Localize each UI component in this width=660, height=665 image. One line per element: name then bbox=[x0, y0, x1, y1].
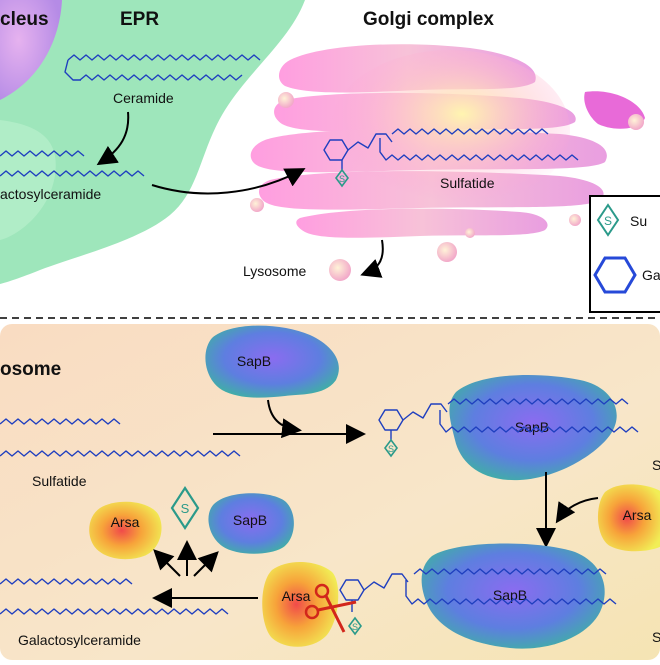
released-sulfate-icon: S bbox=[170, 485, 200, 531]
sapb-protein: SapB bbox=[205, 325, 339, 398]
sulfatide-molecule-lysosome bbox=[0, 418, 241, 457]
galactosylceramide-label: actosylceramide bbox=[0, 186, 101, 202]
nucleus-region bbox=[0, 0, 62, 100]
svg-text:S: S bbox=[388, 444, 394, 454]
svg-text:SapB: SapB bbox=[233, 512, 267, 528]
svg-text:Arsa: Arsa bbox=[111, 514, 140, 530]
arsa-enzyme-right: Arsa bbox=[597, 484, 660, 552]
sapb-bind-arrow bbox=[267, 399, 302, 439]
svg-text:SapB: SapB bbox=[237, 353, 271, 369]
golgi-complex bbox=[250, 44, 645, 238]
release-arrow-right bbox=[193, 551, 219, 577]
sulfatide-sapb-arsa-complex: SapB S bbox=[339, 543, 617, 649]
legend-sulfate-label: Su bbox=[630, 213, 647, 229]
ceramide-to-galcer-arrow bbox=[96, 111, 130, 166]
epr-region bbox=[0, 0, 305, 284]
galcer-to-golgi-arrow bbox=[151, 168, 306, 195]
svg-text:Arsa: Arsa bbox=[623, 507, 652, 523]
legend-galactose-label: Ga bbox=[642, 267, 660, 283]
galactose-icon bbox=[593, 256, 637, 294]
arsa-bind-arrow bbox=[555, 497, 599, 524]
galactosylceramide-molecule-lysosome bbox=[0, 578, 229, 615]
galactosylceramide-label-lysosome: Galactosylceramide bbox=[18, 632, 141, 648]
released-arsa: Arsa bbox=[89, 501, 162, 560]
release-arrow-left bbox=[153, 549, 181, 577]
golgi-to-lysosome-arrow bbox=[360, 239, 384, 278]
arsa-enzyme-cleaving: Arsa bbox=[262, 561, 339, 647]
nucleus-label: cleus bbox=[0, 9, 49, 30]
ceramide-molecule bbox=[64, 54, 261, 81]
svg-text:SapB: SapB bbox=[515, 419, 549, 435]
sulfatide-label-lysosome: Sulfatide bbox=[32, 473, 87, 489]
right-edge-label-1: S bbox=[652, 457, 660, 473]
scissors-icon bbox=[304, 583, 357, 633]
sulfatide-molecule-golgi: S bbox=[323, 128, 579, 188]
lysosome-label: Lysosome bbox=[243, 263, 307, 279]
legend: S Su Ga bbox=[589, 195, 660, 313]
lysosome-title: osome bbox=[0, 359, 61, 380]
svg-text:S: S bbox=[181, 501, 190, 516]
svg-text:S: S bbox=[339, 174, 345, 184]
sulfatide-label-golgi: Sulfatide bbox=[440, 175, 495, 191]
galactosylceramide-molecule bbox=[0, 150, 145, 177]
ceramide-label: Ceramide bbox=[113, 90, 174, 106]
svg-text:S: S bbox=[352, 622, 358, 632]
right-edge-label-2: S bbox=[652, 629, 660, 645]
svg-text:S: S bbox=[604, 214, 612, 228]
sulfate-icon: S bbox=[596, 203, 620, 237]
svg-text:SapB: SapB bbox=[493, 587, 527, 603]
sulfatide-sapb-complex: SapB S bbox=[378, 375, 639, 481]
golgi-complex-label: Golgi complex bbox=[363, 9, 494, 30]
epr-label: EPR bbox=[120, 9, 159, 30]
svg-text:Arsa: Arsa bbox=[282, 588, 311, 604]
released-sapb: SapB bbox=[208, 493, 294, 554]
